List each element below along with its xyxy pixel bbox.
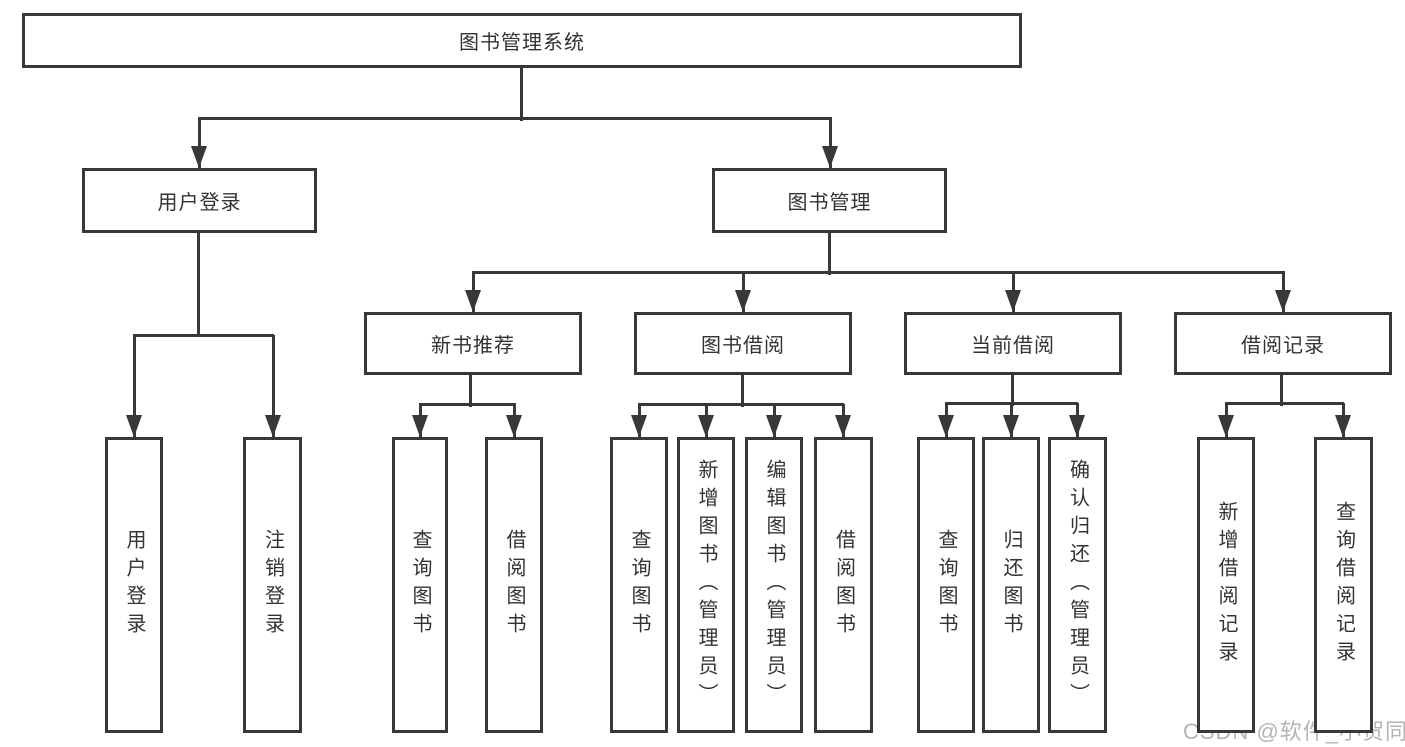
connector-line-horizontal bbox=[638, 402, 844, 406]
arrow-down-icon bbox=[1003, 415, 1019, 437]
arrow-down-icon bbox=[631, 415, 647, 437]
connector-line-horizontal bbox=[472, 270, 1285, 274]
arrow-down-icon bbox=[506, 415, 522, 437]
node-leaf-add-book-admin: 新增图书（管理员） bbox=[677, 437, 735, 733]
node-leaf-query-book-1: 查询图书 bbox=[392, 437, 448, 733]
connector-line-horizontal bbox=[133, 333, 274, 337]
node-label: 当前借阅 bbox=[971, 335, 1055, 357]
connector-line-vertical bbox=[519, 68, 523, 121]
arrow-down-icon bbox=[412, 415, 428, 437]
node-leaf-edit-book-admin: 编辑图书（管理员） bbox=[745, 437, 803, 733]
node-leaf-query-borrow-record: 查询借阅记录 bbox=[1314, 437, 1373, 733]
arrow-down-icon bbox=[1005, 290, 1021, 312]
node-label: 查询图书 bbox=[409, 529, 431, 641]
node-label: 查询借阅记录 bbox=[1332, 501, 1355, 669]
node-label: 图书借阅 bbox=[701, 335, 785, 357]
node-leaf-borrow-book-1: 借阅图书 bbox=[485, 437, 543, 733]
node-label: 图书管理系统 bbox=[459, 32, 585, 54]
node-label: 新增图书（管理员） bbox=[695, 459, 717, 711]
connector-line-horizontal bbox=[419, 402, 516, 406]
node-label: 借阅图书 bbox=[832, 529, 855, 641]
node-group-new-book-rec: 新书推荐 bbox=[364, 312, 582, 375]
node-label: 借阅图书 bbox=[503, 529, 525, 641]
node-leaf-return-book: 归还图书 bbox=[982, 437, 1040, 733]
node-leaf-query-book-2: 查询图书 bbox=[610, 437, 668, 733]
arrow-stem-line bbox=[197, 118, 201, 168]
node-label: 图书管理 bbox=[787, 192, 872, 214]
node-leaf-confirm-return: 确认归还（管理员） bbox=[1048, 437, 1107, 733]
node-leaf-user-login: 用户登录 bbox=[105, 437, 163, 733]
connector-line-horizontal bbox=[1225, 401, 1344, 405]
arrow-down-icon bbox=[1069, 415, 1085, 437]
arrow-down-icon bbox=[1218, 415, 1234, 437]
node-label: 新书推荐 bbox=[431, 335, 515, 357]
connector-line-horizontal bbox=[198, 116, 832, 120]
node-group-book-borrow: 图书借阅 bbox=[634, 312, 852, 375]
arrow-stem-line bbox=[132, 335, 136, 437]
node-root-system: 图书管理系统 bbox=[22, 13, 1022, 68]
node-leaf-query-book-3: 查询图书 bbox=[917, 437, 975, 733]
arrow-down-icon bbox=[735, 290, 751, 312]
arrow-down-icon bbox=[766, 415, 782, 437]
node-leaf-add-borrow-record: 新增借阅记录 bbox=[1197, 437, 1255, 733]
arrow-stem-line bbox=[271, 335, 275, 437]
node-label: 归还图书 bbox=[1000, 529, 1022, 641]
node-group-user-login: 用户登录 bbox=[82, 168, 317, 233]
arrow-down-icon bbox=[698, 415, 714, 437]
connector-line-vertical bbox=[468, 375, 472, 407]
node-label: 确认归还（管理员） bbox=[1066, 459, 1089, 711]
node-group-current-borrow: 当前借阅 bbox=[904, 312, 1122, 375]
node-label: 新增借阅记录 bbox=[1215, 501, 1237, 669]
connector-line-vertical bbox=[1279, 375, 1283, 406]
node-label: 用户登录 bbox=[157, 192, 242, 214]
node-label: 借阅记录 bbox=[1241, 335, 1325, 357]
arrow-down-icon bbox=[265, 415, 281, 437]
node-label: 用户登录 bbox=[123, 529, 145, 641]
arrow-down-icon bbox=[465, 290, 481, 312]
arrow-down-icon bbox=[126, 415, 142, 437]
node-group-borrow-records: 借阅记录 bbox=[1174, 312, 1392, 375]
connector-line-vertical bbox=[740, 375, 744, 407]
node-leaf-logout: 注销登录 bbox=[243, 437, 302, 733]
connector-line-vertical bbox=[196, 233, 200, 337]
node-label: 注销登录 bbox=[261, 529, 284, 641]
arrow-down-icon bbox=[835, 415, 851, 437]
node-label: 查询图书 bbox=[628, 529, 650, 641]
node-label: 查询图书 bbox=[935, 529, 957, 641]
node-leaf-borrow-book-2: 借阅图书 bbox=[814, 437, 873, 733]
arrow-down-icon bbox=[191, 146, 207, 168]
arrow-down-icon bbox=[1335, 415, 1351, 437]
connector-line-vertical bbox=[1010, 375, 1014, 406]
arrow-down-icon bbox=[1275, 290, 1291, 312]
arrow-stem-line bbox=[828, 118, 832, 168]
node-group-book-management: 图书管理 bbox=[712, 168, 947, 233]
connector-line-vertical bbox=[827, 233, 831, 275]
node-label: 编辑图书（管理员） bbox=[763, 459, 785, 711]
arrow-down-icon bbox=[822, 146, 838, 168]
arrow-down-icon bbox=[938, 415, 954, 437]
